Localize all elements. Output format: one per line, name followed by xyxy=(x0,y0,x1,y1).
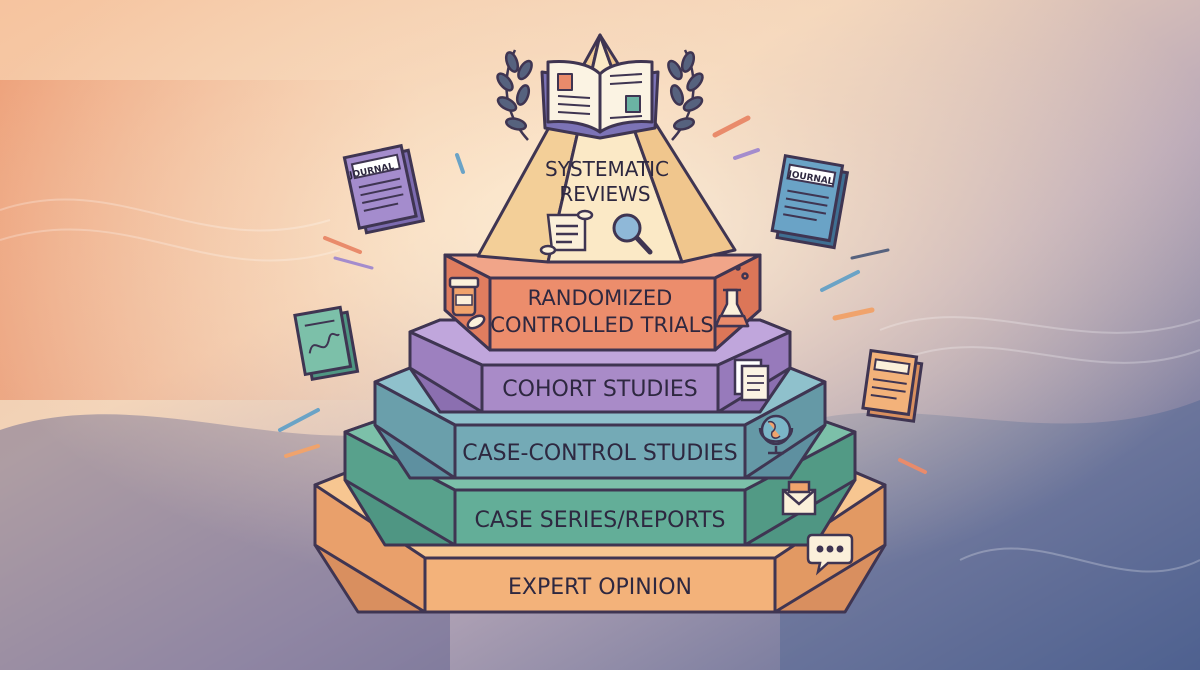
laurel-icon xyxy=(667,49,704,141)
pill-bottle-icon xyxy=(448,276,486,330)
journal-icon xyxy=(770,154,850,250)
tier-label-case-series: CASE SERIES/REPORTS xyxy=(474,508,725,533)
apex-label-line1: SYSTEMATIC xyxy=(545,157,669,181)
laurel-icon xyxy=(496,49,533,141)
documents-icon xyxy=(733,358,770,402)
tier-label-cohort: COHORT STUDIES xyxy=(502,377,697,402)
tier-label-case-control: CASE-CONTROL STUDIES xyxy=(462,441,737,466)
open-book-icon xyxy=(540,60,660,140)
decorative-strokes xyxy=(278,115,927,474)
flask-icon xyxy=(714,265,750,328)
scroll-icon xyxy=(539,209,594,256)
chart-paper-icon xyxy=(293,305,360,382)
background-lines xyxy=(0,198,1200,573)
tier-label-rct-line2: CONTROLLED TRIALS xyxy=(490,313,713,337)
speech-bubble-icon xyxy=(806,533,854,576)
journal-icon xyxy=(342,143,426,235)
notebook-icon xyxy=(861,348,924,423)
tier-label-expert-opinion: EXPERT OPINION xyxy=(508,575,692,600)
apex-label-line2: REVIEWS xyxy=(559,182,650,206)
globe-icon xyxy=(758,414,794,455)
tier-label-rct-line1: RANDOMIZED xyxy=(528,286,673,310)
envelope-icon xyxy=(781,480,817,516)
magnifier-icon xyxy=(612,213,653,255)
